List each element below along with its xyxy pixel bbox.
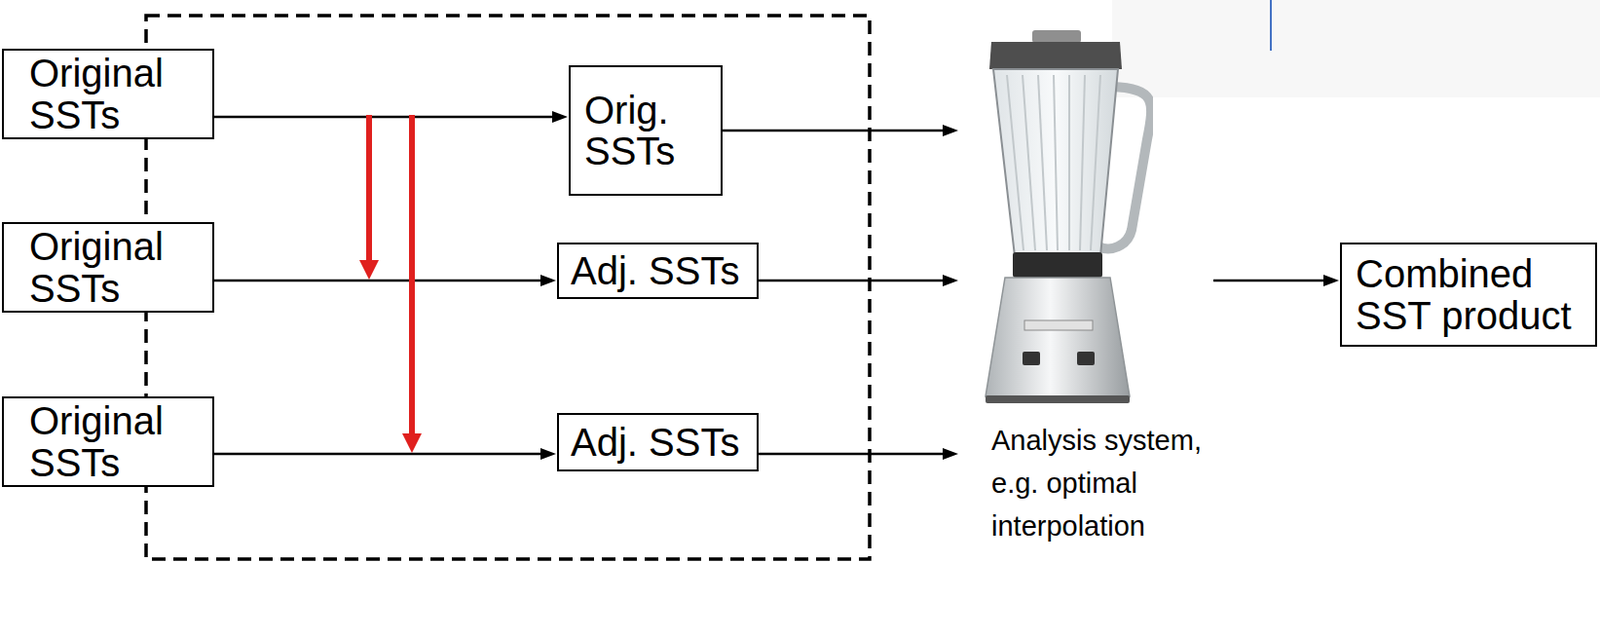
switch-button <box>1077 351 1095 366</box>
box-label: Original SSTs <box>29 52 203 136</box>
flow-arrow <box>214 115 559 119</box>
box-label: Combined SST product <box>1355 253 1584 336</box>
flow-arrow <box>214 452 547 456</box>
box-label: Orig. SSTs <box>584 89 713 173</box>
source-box: Original SSTs <box>1 396 215 487</box>
flow-arrow <box>758 279 949 283</box>
lid-cap <box>1032 30 1081 43</box>
adjustment-arrow <box>366 114 373 268</box>
blender-lid <box>989 41 1122 70</box>
box-label: Original SSTs <box>29 400 203 484</box>
blender-jar <box>993 69 1118 257</box>
analysis-system: Analysis system, e.g. optimal interpolat… <box>964 30 1214 557</box>
dataset-box: Adj. SSTs <box>557 242 759 299</box>
name-plate <box>1024 320 1093 331</box>
background-panel <box>1112 0 1600 98</box>
flow-arrow <box>722 129 949 133</box>
panel-divider <box>1269 0 1272 51</box>
box-label: Original SSTs <box>29 225 203 309</box>
source-box: Original SSTs <box>1 222 215 313</box>
jar-ridges <box>1006 74 1101 251</box>
box-label: Adj. SSTs <box>570 250 740 292</box>
product-box: Combined SST product <box>1339 242 1598 347</box>
blade-collar <box>1012 252 1103 278</box>
motor-base <box>985 277 1130 397</box>
flow-arrow <box>1213 279 1330 283</box>
box-label: Adj. SSTs <box>570 421 740 463</box>
switch-button <box>1022 351 1041 366</box>
flow-arrow <box>758 452 949 456</box>
dataset-box: Adj. SSTs <box>557 412 759 472</box>
blender-illustration <box>964 30 1154 404</box>
base-foot <box>985 395 1130 404</box>
adjustment-arrow <box>409 114 415 442</box>
source-box: Original SSTs <box>1 48 215 140</box>
caption-text: Analysis system, e.g. optimal interpolat… <box>991 418 1214 548</box>
dataset-box: Orig. SSTs <box>568 65 723 196</box>
dashed-boundary <box>146 15 870 559</box>
flow-arrow <box>214 279 547 283</box>
